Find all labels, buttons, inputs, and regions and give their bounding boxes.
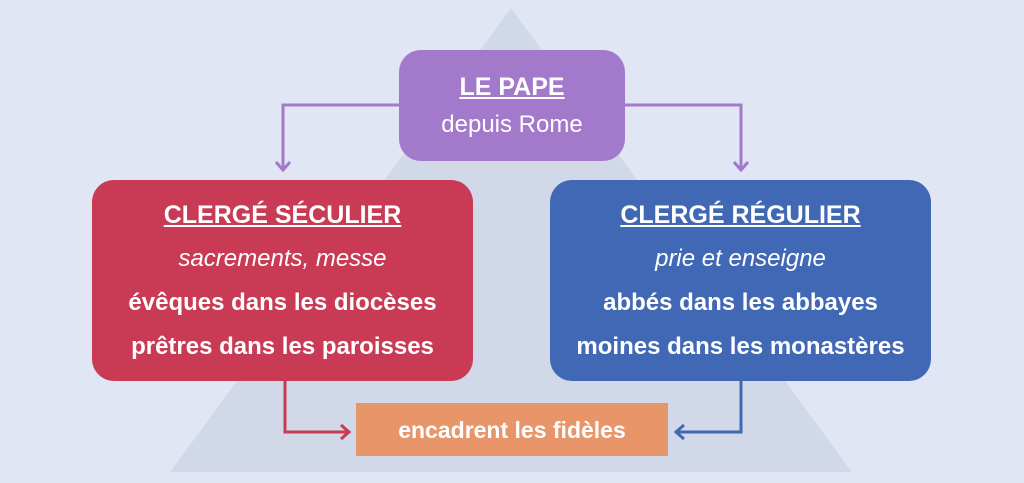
seculier-line2: prêtres dans les paroisses — [131, 332, 434, 360]
regulier-role: prie et enseigne — [655, 244, 826, 272]
seculier-line1: évêques dans les diocèses — [128, 288, 437, 316]
arrow-regulier-to-fideles — [677, 381, 743, 434]
clerge-seculier-box: CLERGÉ SÉCULIER sacrements, messe évêque… — [92, 180, 473, 381]
arrow-seculier-to-fideles — [283, 381, 348, 434]
arrow-pape-to-seculier — [281, 103, 400, 168]
pape-box: LE PAPE depuis Rome — [399, 50, 625, 161]
pape-title: LE PAPE — [459, 72, 565, 101]
fideles-label: encadrent les fidèles — [398, 416, 626, 443]
regulier-line1: abbés dans les abbayes — [603, 288, 878, 316]
regulier-line2: moines dans les monastères — [576, 332, 905, 360]
clerge-regulier-box: CLERGÉ RÉGULIER prie et enseigne abbés d… — [550, 180, 931, 381]
seculier-title: CLERGÉ SÉCULIER — [163, 200, 402, 229]
arrow-pape-to-regulier — [625, 103, 743, 168]
pape-subtitle: depuis Rome — [441, 110, 583, 138]
seculier-role: sacrements, messe — [178, 244, 387, 272]
fideles-box: encadrent les fidèles — [356, 403, 668, 456]
regulier-title: CLERGÉ RÉGULIER — [620, 200, 861, 229]
